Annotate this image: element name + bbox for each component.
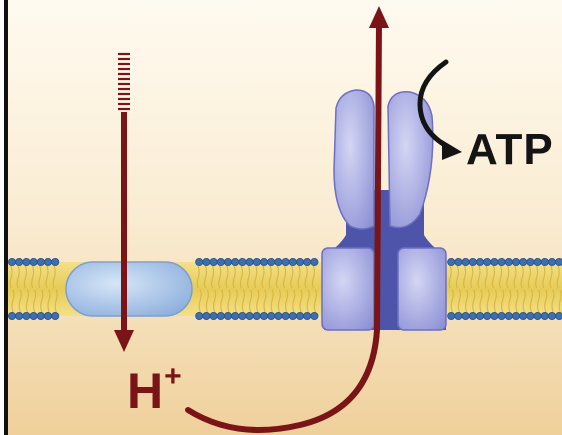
cytoplasm-background <box>8 0 562 435</box>
lipid-head <box>311 258 318 265</box>
lipid-head <box>512 258 519 265</box>
lipid-head <box>556 258 562 265</box>
lipid-head <box>232 258 239 265</box>
lipid-head <box>491 312 498 319</box>
lipid-head <box>203 312 210 319</box>
lipid-head <box>476 312 483 319</box>
lipid-head <box>304 312 311 319</box>
lipid-head <box>469 258 476 265</box>
lipid-head <box>505 258 512 265</box>
lipid-head <box>260 312 267 319</box>
lipid-head <box>289 258 296 265</box>
lipid-head <box>534 312 541 319</box>
lipid-head <box>304 258 311 265</box>
lipid-head <box>44 258 51 265</box>
lipid-head <box>548 312 555 319</box>
lipid-head <box>484 312 491 319</box>
lipid-head <box>534 258 541 265</box>
lipid-head <box>239 258 246 265</box>
atp-label: ATP <box>466 128 554 172</box>
lipid-head <box>23 312 30 319</box>
lipid-head <box>282 312 289 319</box>
lipid-head <box>520 258 527 265</box>
lipid-head <box>30 312 37 319</box>
lipid-head <box>311 312 318 319</box>
lipid-head <box>275 312 282 319</box>
lipid-head <box>498 312 505 319</box>
lipid-head <box>253 312 260 319</box>
proton-charge: + <box>164 360 182 393</box>
lipid-head <box>196 312 203 319</box>
lipid-head <box>556 312 562 319</box>
lipid-head <box>37 258 44 265</box>
lipid-head <box>253 258 260 265</box>
lipid-head <box>527 258 534 265</box>
lipid-head <box>217 258 224 265</box>
lipid-head <box>527 312 534 319</box>
f0-subunit-right <box>398 248 446 330</box>
lipid-head <box>260 258 267 265</box>
lipid-head <box>196 258 203 265</box>
lipid-head <box>476 258 483 265</box>
lipid-head <box>296 312 303 319</box>
lipid-head <box>232 312 239 319</box>
lipid-head <box>505 312 512 319</box>
lipid-head <box>246 258 253 265</box>
lipid-head <box>16 258 23 265</box>
lipid-head <box>52 312 59 319</box>
lipid-head <box>448 312 455 319</box>
lipid-head <box>30 258 37 265</box>
lipid-head <box>541 258 548 265</box>
membrane-transport-protein <box>66 262 192 316</box>
lipid-head <box>224 312 231 319</box>
lipid-head <box>498 258 505 265</box>
lipid-head <box>548 258 555 265</box>
lipid-head <box>296 258 303 265</box>
lipid-head <box>239 312 246 319</box>
lipid-head <box>455 258 462 265</box>
lipid-head <box>268 312 275 319</box>
lipid-head <box>491 258 498 265</box>
proton-label: H+ <box>127 366 182 416</box>
lipid-head <box>484 258 491 265</box>
lipid-head <box>246 312 253 319</box>
lipid-head <box>16 312 23 319</box>
lipid-head <box>268 258 275 265</box>
lipid-head <box>282 258 289 265</box>
lipid-head <box>289 312 296 319</box>
lipid-head <box>203 258 210 265</box>
lipid-head <box>8 312 15 319</box>
lipid-head <box>224 258 231 265</box>
lipid-head <box>541 312 548 319</box>
lipid-head <box>210 312 217 319</box>
lipid-head <box>210 258 217 265</box>
lipid-head <box>448 258 455 265</box>
lipid-head <box>455 312 462 319</box>
lipid-head <box>469 312 476 319</box>
lipid-head <box>8 258 15 265</box>
lipid-head <box>217 312 224 319</box>
lipid-head <box>512 312 519 319</box>
lipid-head <box>37 312 44 319</box>
lipid-head <box>44 312 51 319</box>
lipid-head <box>275 258 282 265</box>
f0-subunit-left <box>322 248 374 330</box>
f1-subunit-left <box>334 90 374 229</box>
proton-symbol: H <box>127 363 163 419</box>
lipid-head <box>520 312 527 319</box>
lipid-head <box>23 258 30 265</box>
lipid-head <box>462 312 469 319</box>
lipid-head <box>462 258 469 265</box>
lipid-head <box>52 258 59 265</box>
